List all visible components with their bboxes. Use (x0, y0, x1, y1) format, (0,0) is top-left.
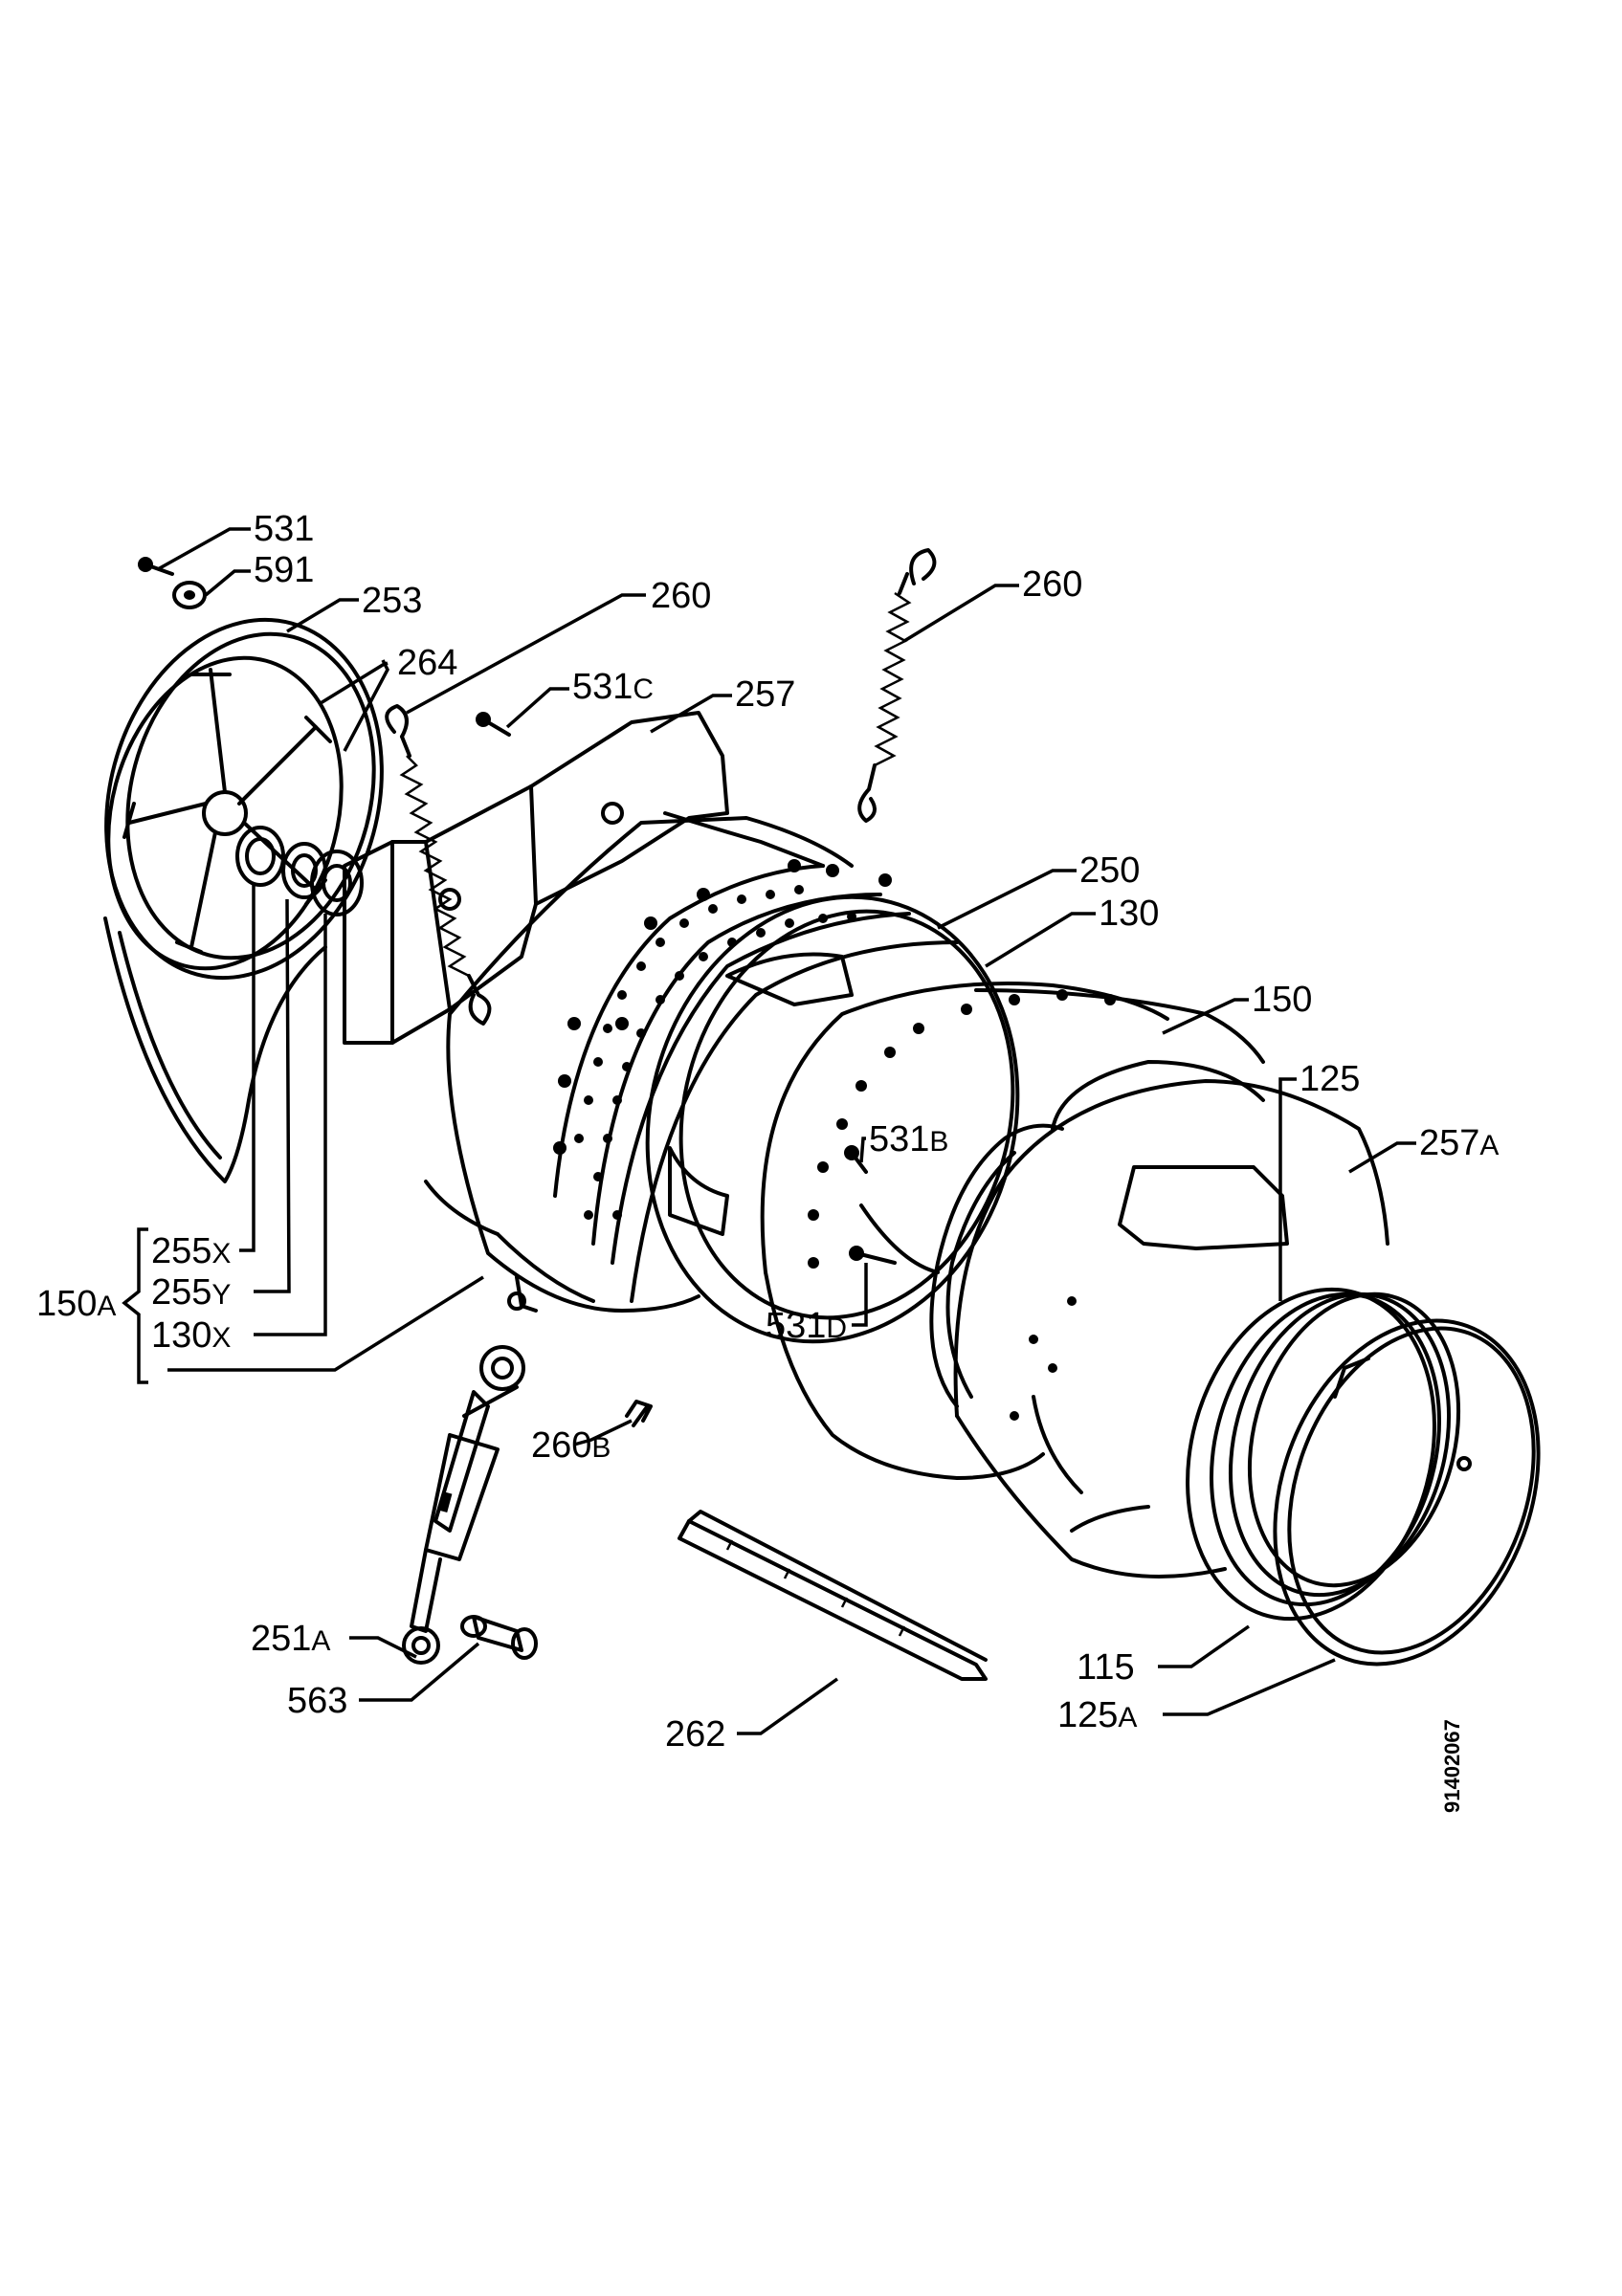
counterweight-257a (953, 1079, 1389, 1578)
front-shell-150 (760, 982, 1265, 1480)
label-563: 563 (287, 1681, 347, 1721)
seal-130x (310, 850, 364, 916)
clip-260b (625, 1400, 653, 1427)
strip-262 (678, 1510, 988, 1681)
pulley-253 (103, 617, 384, 1183)
counterweight-holes (1010, 1296, 1077, 1421)
label-260b: 260B (531, 1425, 611, 1466)
tub-rim-bolts (553, 859, 892, 1155)
label-150: 150 (1252, 980, 1312, 1020)
label-115: 115 (1077, 1647, 1135, 1688)
washer-591 (172, 581, 207, 609)
part-labels: 531 591 253 264 260 531C 257 260 250 130… (36, 509, 1499, 1755)
label-591: 591 (254, 550, 314, 590)
counterweight-257 (343, 711, 729, 1045)
label-531b: 531B (869, 1119, 948, 1159)
front-shell-bolts (808, 989, 1116, 1269)
label-250: 250 (1079, 850, 1140, 891)
label-531c: 531C (572, 667, 654, 707)
label-130: 130 (1099, 894, 1159, 934)
label-125a: 125A (1057, 1695, 1137, 1735)
label-531: 531 (254, 509, 314, 549)
label-255y: 255Y (151, 1272, 231, 1313)
label-260-left: 260 (651, 576, 711, 616)
door-seal-125 (1186, 1287, 1461, 1622)
label-257: 257 (735, 674, 795, 715)
bearing-255x (235, 826, 285, 887)
screw-531b (844, 1145, 868, 1174)
label-253: 253 (362, 581, 422, 621)
perforation-dots (574, 885, 856, 1220)
label-264: 264 (397, 643, 457, 683)
label-260-right: 260 (1022, 564, 1082, 605)
spring-260-left (385, 704, 492, 1026)
label-150a: 150A (36, 1284, 116, 1324)
screw-531c (476, 712, 511, 737)
label-125: 125 (1300, 1059, 1360, 1099)
rear-tub-250 (424, 811, 959, 1313)
label-251a: 251A (251, 1619, 330, 1659)
leader-lines (122, 527, 1416, 1735)
document-number: 91402067 (1440, 1719, 1464, 1813)
label-257a: 257A (1419, 1123, 1499, 1163)
bearing-255y (281, 842, 327, 899)
screw-531d (849, 1246, 897, 1265)
label-531d: 531D (766, 1306, 847, 1346)
bolt-563 (460, 1615, 538, 1660)
shock-absorber-251a (402, 1345, 525, 1665)
label-130x: 130X (151, 1315, 231, 1356)
parts-drawing (103, 548, 1541, 1681)
drum-seal-130 (645, 894, 1020, 1344)
clamp-ring-125a (1273, 1318, 1541, 1667)
spring-260-right (857, 548, 937, 823)
label-255x: 255X (151, 1231, 231, 1271)
label-262: 262 (665, 1714, 725, 1755)
